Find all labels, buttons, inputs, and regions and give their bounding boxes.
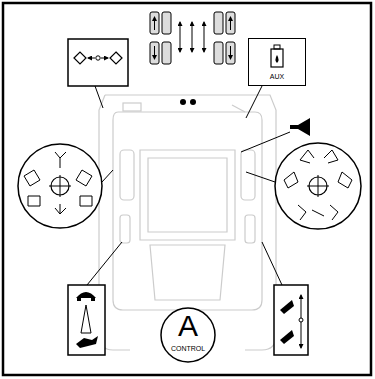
indicator-dot <box>190 99 196 105</box>
control-circle: A CONTROL <box>160 307 216 363</box>
travel-icon <box>150 12 235 64</box>
indicator-dot <box>180 99 186 105</box>
frame <box>3 3 371 375</box>
joystick-right-icon <box>246 143 361 229</box>
node-sublabel: CONTROL <box>160 345 216 352</box>
joystick-left-icon <box>18 144 113 228</box>
pedal-icon <box>262 242 308 355</box>
node-label: AUX <box>249 73 305 80</box>
node-label: A <box>160 311 216 341</box>
tilt-icon <box>68 39 128 108</box>
throttle-icon <box>68 242 122 355</box>
leader-line <box>246 86 262 118</box>
aux-box: AUX <box>248 38 306 86</box>
machine-outline <box>99 95 276 350</box>
